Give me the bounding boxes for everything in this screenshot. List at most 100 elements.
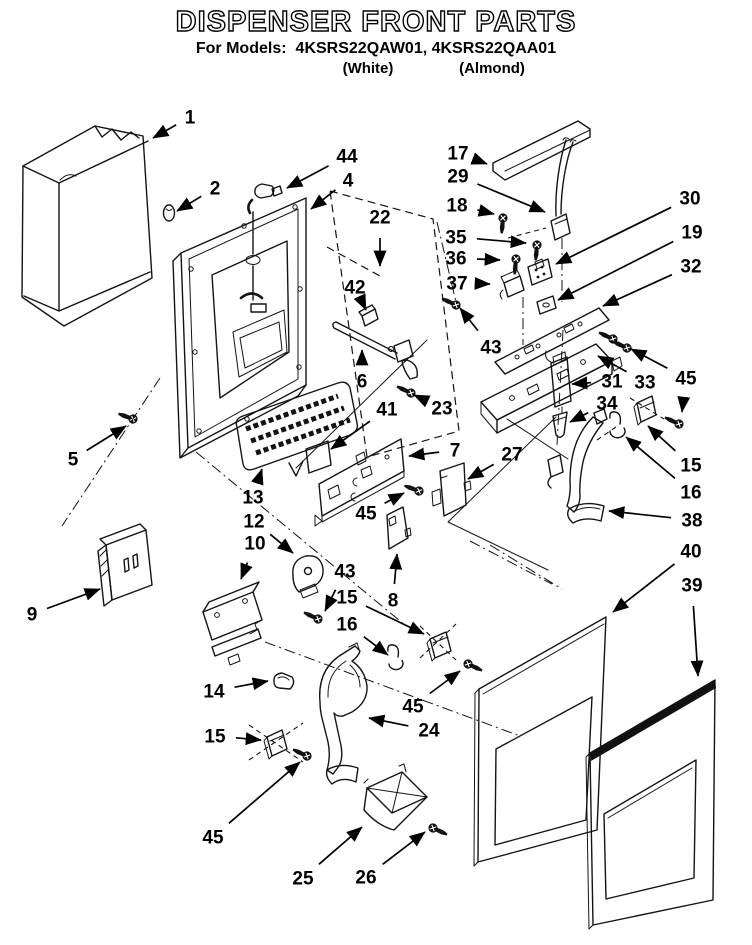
models-prefix: For Models: [196,40,287,57]
callout-32-13: 32 [602,257,702,307]
callout-arrow-45-43 [429,670,461,695]
callout-arrow-12-30 [269,533,294,554]
actuator-arm-38 [566,408,608,524]
screw-35 [530,239,543,262]
screw-45-d [402,480,426,498]
screw-18 [496,212,509,235]
callout-label-4-3: 4 [343,171,354,192]
water-tube [239,198,267,313]
pivot-clip [547,454,564,489]
callout-label-16-39: 16 [336,615,357,636]
model-numbers: 4KSRS22QAW01, 4KSRS22QAA01 [296,40,557,57]
screw-45-c [662,412,686,431]
callout-label-10-31: 10 [244,534,265,555]
callout-label-15-38: 15 [336,588,358,609]
callout-label-27-34: 27 [501,445,522,466]
callout-45-42: 45 [202,761,301,849]
callout-arrow-19-12 [557,240,674,301]
callout-label-6-16: 6 [357,372,368,393]
callout-15-41: 15 [204,727,262,748]
callout-label-41-18: 41 [376,400,398,421]
callout-arrow-9-32 [46,588,101,610]
callout-30-11: 30 [555,189,701,265]
callout-arrow-18-7 [477,204,495,217]
callout-label-45-42: 45 [202,828,224,849]
callout-label-23-17: 23 [431,399,452,420]
callout-39-27: 39 [681,576,704,677]
callout-arrow-16-24 [625,436,676,480]
callout-arrow-24-44 [368,714,409,728]
clip-15-right [633,395,657,426]
callout-arrow-44-2 [286,165,329,189]
callout-label-44-2: 44 [336,147,358,168]
callout-label-36-9: 36 [445,249,466,270]
callout-label-5-28: 5 [68,450,79,471]
wired-part-29 [550,137,577,241]
callout-36-9: 36 [445,249,501,270]
callout-2-1: 2 [176,179,220,212]
switch-30 [527,258,553,286]
models-line: For Models: 4KSRS22QAW01, 4KSRS22QAA01 [196,40,556,57]
callout-arrow-34-22 [569,409,589,423]
mounting-strip-32 [494,307,610,375]
screw-36 [509,253,522,276]
callout-40-26: 40 [612,542,702,613]
callout-arrow-39-27 [690,605,704,677]
callout-label-33-20: 33 [634,373,655,394]
callout-arrow-7-33 [408,447,440,461]
callout-arrow-41-18 [330,420,371,450]
callout-27-34: 27 [467,445,523,480]
callout-45-21: 45 [630,348,697,413]
callout-arrow-15-23 [647,425,676,452]
callout-44-2: 44 [286,147,358,189]
callout-label-29-6: 29 [447,167,468,188]
callout-label-45-35: 45 [355,504,377,525]
callout-arrow-35-8 [476,235,527,249]
callout-arrow-45-21 [630,348,668,369]
callout-arrow-16-39 [363,636,389,656]
dashed-outline-22 [329,190,460,458]
callout-arrow-14-40 [234,677,269,691]
spring-16-center [387,644,404,671]
callout-label-8-36: 8 [388,591,399,612]
callout-label-12-30: 12 [243,512,264,533]
callout-label-38-25: 38 [681,511,702,532]
callout-14-40: 14 [203,677,269,703]
dashed-edge-22b [326,246,381,277]
callout-arrow-1-0 [152,124,177,139]
callout-arrow-36-9 [476,252,501,266]
actuator-rod-6 [332,321,418,380]
callout-arrow-33-20 [597,355,628,373]
callout-33-20: 33 [597,355,656,394]
callout-arrow-32-13 [602,273,673,307]
callout-16-39: 16 [336,615,389,656]
callout-label-9-32: 9 [27,605,38,626]
callout-arrow-13-29 [251,468,264,486]
callout-label-16-24: 16 [680,483,701,504]
callout-24-44: 24 [368,714,440,742]
callout-label-42-14: 42 [344,278,365,299]
clip-15-center [426,631,452,662]
callout-label-25-45: 25 [292,869,314,890]
bracket-plate-27 [431,462,472,517]
callout-29-6: 29 [447,167,546,213]
callout-arrow-15-38 [365,605,425,635]
callout-arrow-45-35 [384,492,405,506]
screw-26 [426,821,450,840]
callout-arrow-30-11 [555,206,672,265]
control-panel [314,438,405,527]
callout-arrow-2-1 [176,195,202,212]
callout-arrow-38-25 [608,506,672,520]
callout-label-13-29: 13 [242,488,263,509]
spring-16-right [609,411,626,439]
page-title: DISPENSER FRONT PARTS [176,6,577,38]
callout-label-19-12: 19 [681,223,702,244]
callout-label-45-43: 45 [402,697,424,718]
clip-15-bottom [263,729,288,760]
callout-22-4: 22 [369,208,391,267]
callout-arrow-17-5 [470,152,488,165]
callout-45-43: 45 [402,670,461,718]
callout-label-17-5: 17 [447,144,468,165]
callout-16-24: 16 [625,436,702,504]
